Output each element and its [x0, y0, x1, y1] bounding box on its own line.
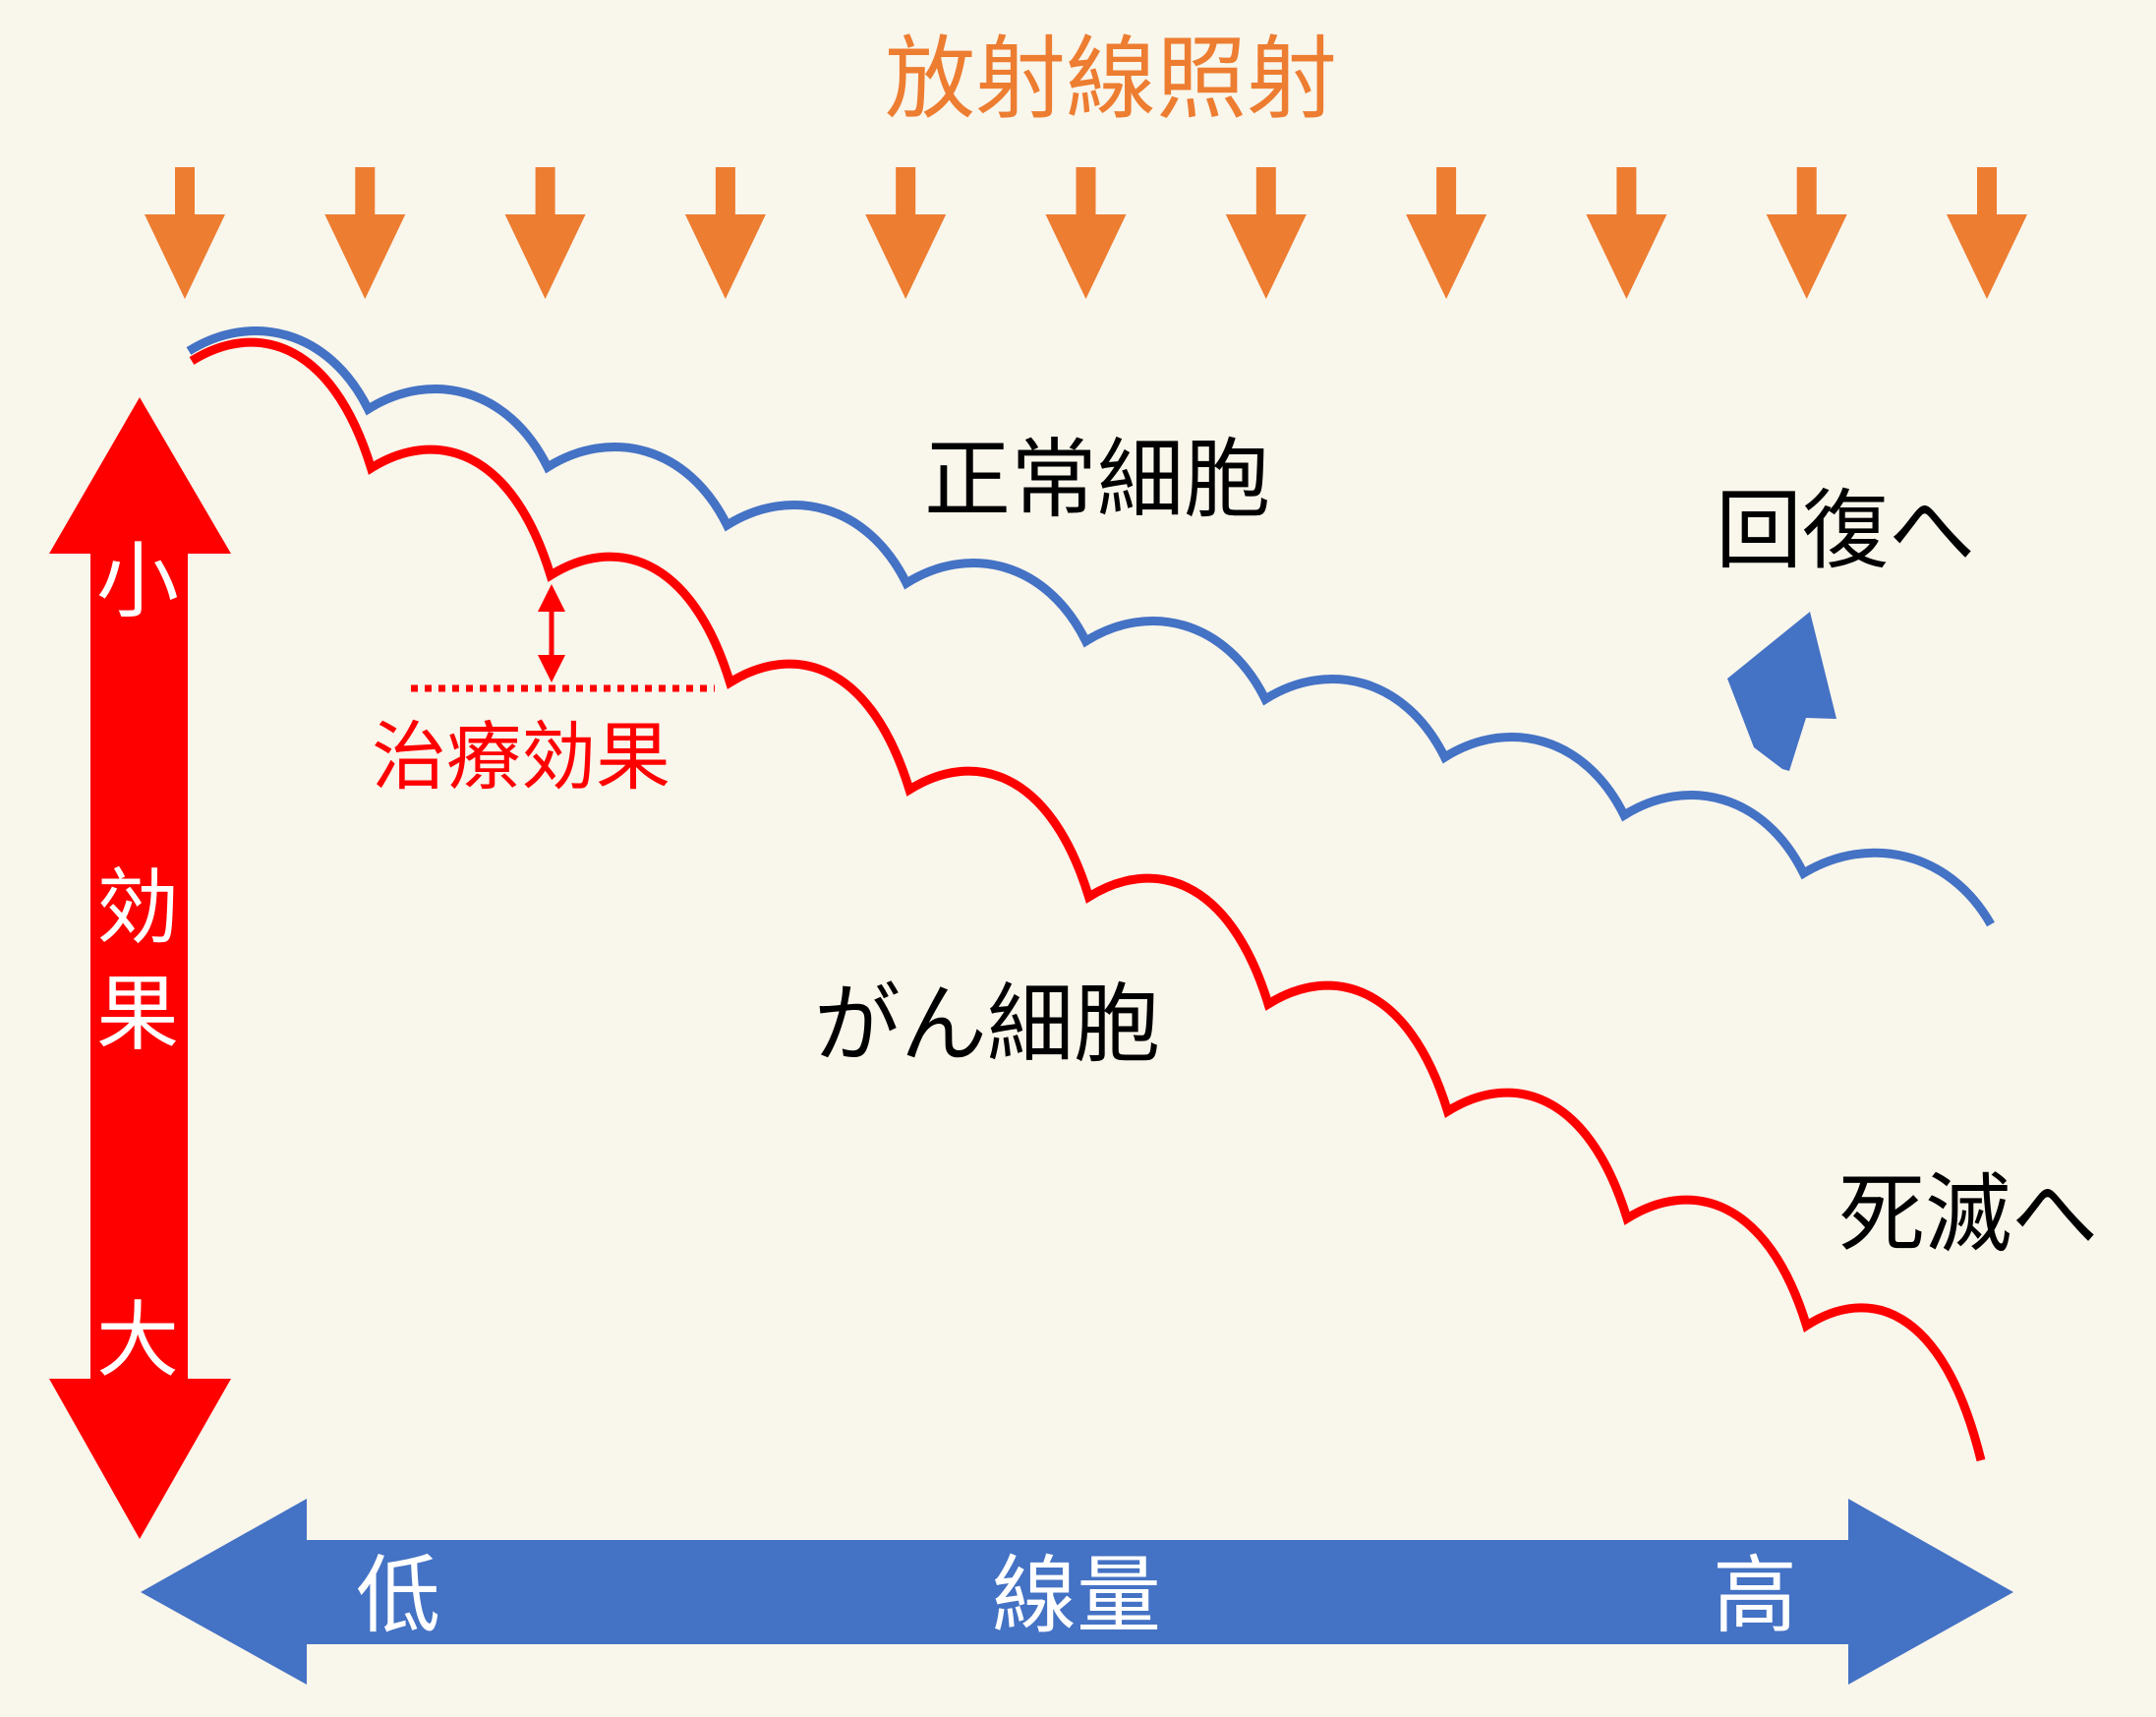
dose-axis: 低 線量 高 [141, 1499, 2013, 1685]
down-arrow-icon [1225, 167, 1307, 299]
recovery-label: 回復へ [1716, 480, 1975, 581]
dose-axis-right-head [1848, 1499, 2013, 1685]
dose-axis-shaft [305, 1540, 1850, 1644]
dose-axis-title: 線量 [992, 1547, 1161, 1645]
dose-axis-high: 高 [1713, 1547, 1797, 1645]
effect-axis-large: 大 [96, 1292, 179, 1389]
effect-axis-small: 小 [96, 533, 179, 629]
radiation-title: 放射線照射 [885, 27, 1337, 132]
down-arrow-icon [1406, 167, 1487, 299]
effect-axis-title-2: 果 [96, 966, 179, 1062]
cancer-cell-curve [189, 337, 1986, 1462]
therapeutic-effect-indicator [411, 584, 715, 692]
down-arrow-icon [324, 167, 406, 299]
down-arrow-icon [504, 167, 586, 299]
down-arrow-icon [1947, 167, 2027, 299]
effect-axis: 小 効 果 大 [49, 397, 231, 1539]
up-right-arrow-icon [1727, 612, 1836, 771]
dose-axis-left-head [141, 1499, 307, 1685]
death-label: 死滅へ [1838, 1163, 2098, 1265]
down-arrow-icon [865, 167, 947, 299]
effect-arrow-up-head [538, 584, 565, 612]
radiation-arrows [145, 167, 2027, 299]
down-arrow-icon [1586, 167, 1667, 299]
effect-axis-title-1: 効 [96, 859, 179, 956]
effect-axis-bottom-head [49, 1379, 231, 1539]
dose-axis-low: 低 [356, 1547, 440, 1645]
effect-arrow-down-head [538, 655, 565, 682]
cancer-cell-label: がん細胞 [814, 974, 1160, 1075]
therapeutic-effect-label: 治療効果 [372, 713, 670, 800]
effect-axis-top-head [49, 397, 231, 554]
down-arrow-icon [145, 167, 225, 299]
down-arrow-icon [684, 167, 766, 299]
down-arrow-icon [1045, 167, 1127, 299]
normal-cell-label: 正常細胞 [924, 429, 1270, 530]
effect-axis-shaft [90, 553, 188, 1381]
down-arrow-icon [1766, 167, 1847, 299]
normal-cell-curve [186, 326, 1995, 927]
